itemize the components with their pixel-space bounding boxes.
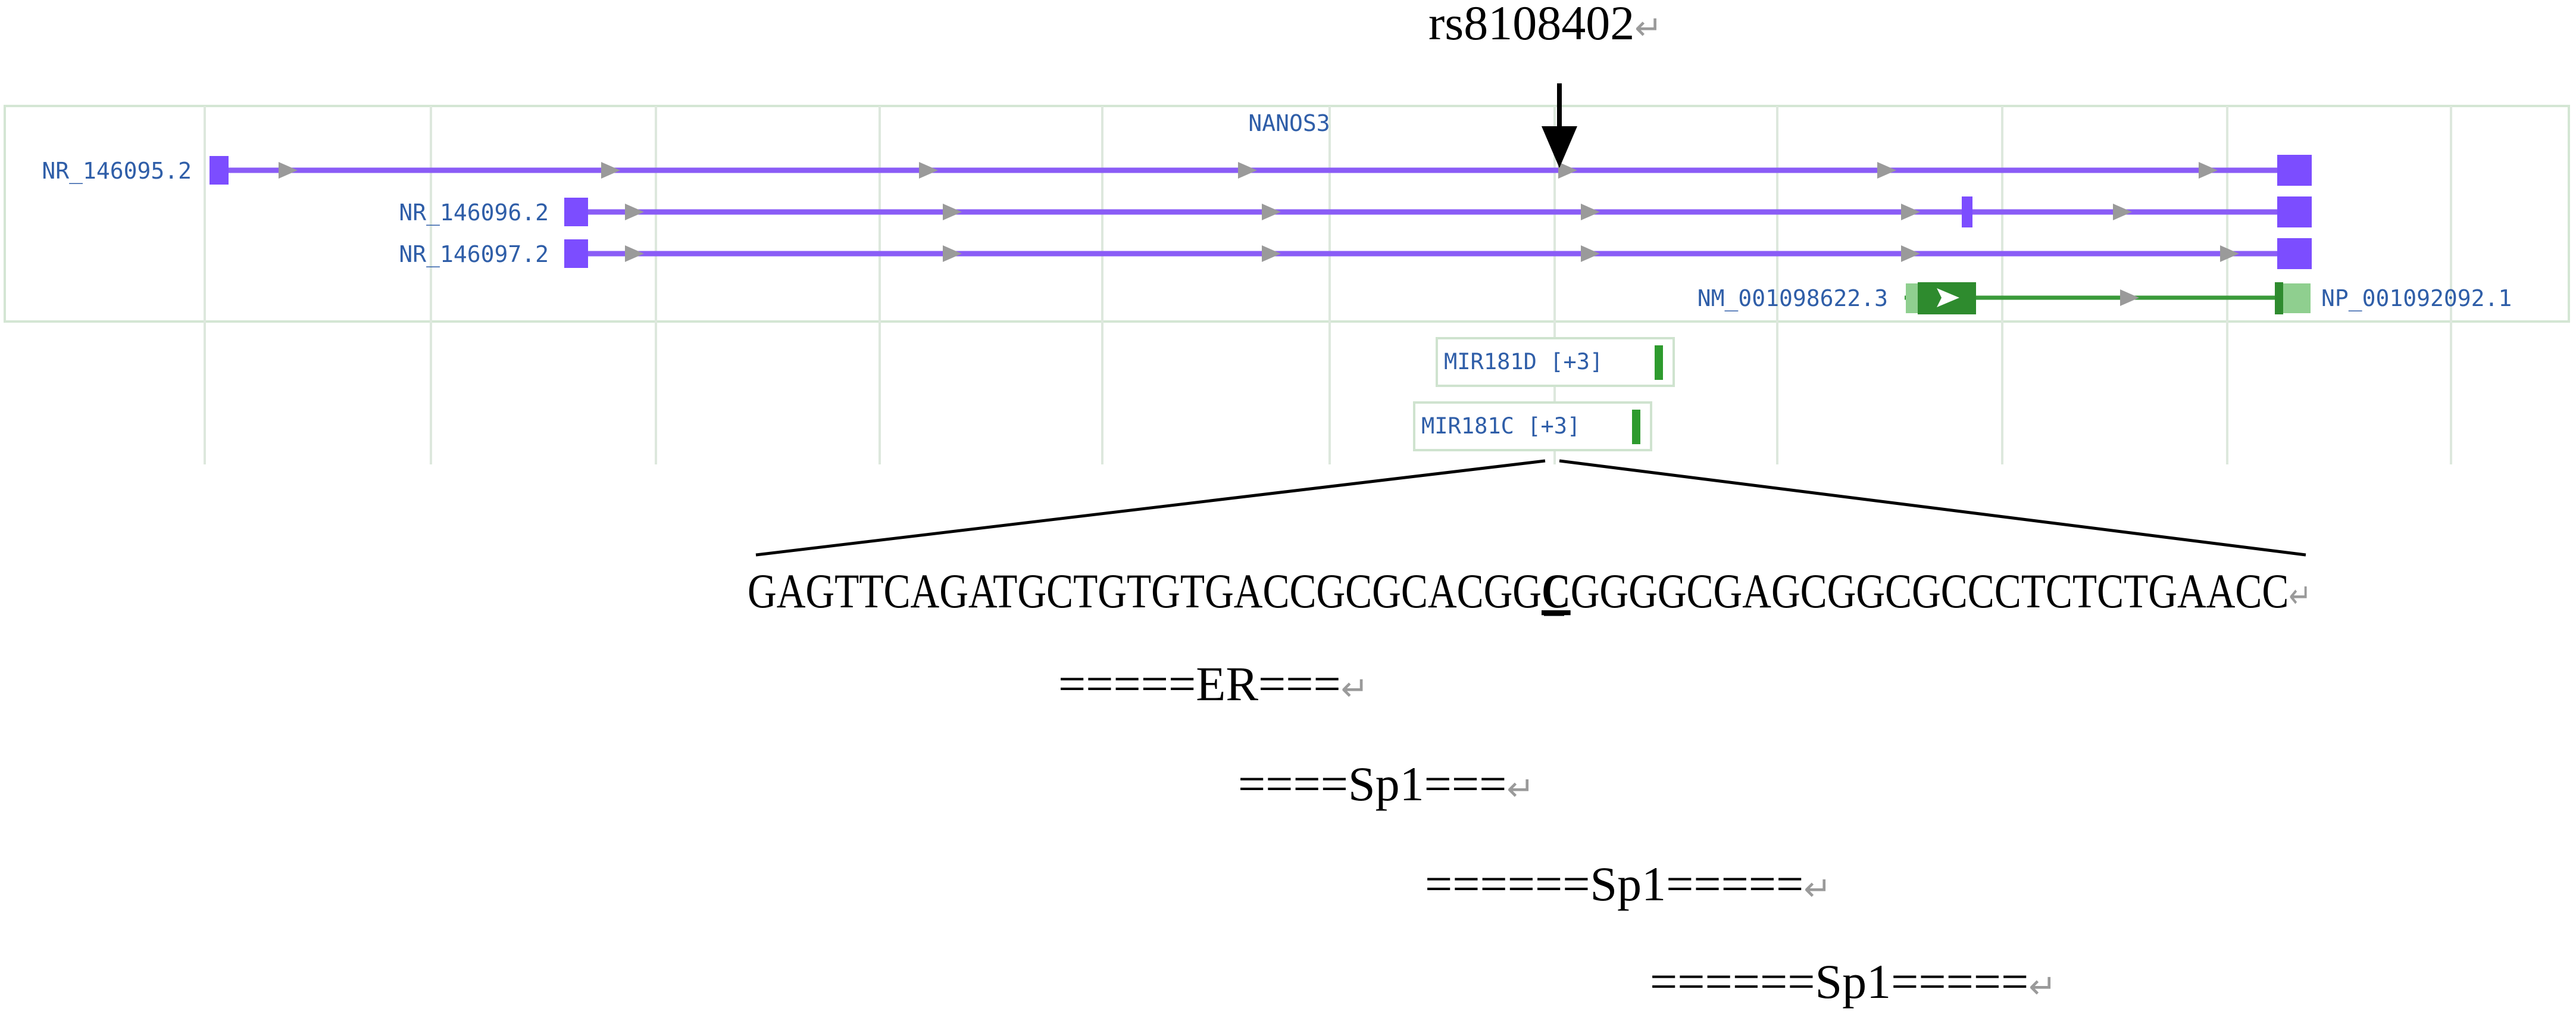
chevron-icon (625, 204, 644, 220)
track-label: NR_146096.2 (399, 199, 549, 226)
sequence-after: GGGGCGAGCGGCGCCCTCTCTGAACC (1571, 564, 2289, 618)
return-mark-icon: ↵ (2289, 577, 2312, 616)
chevron-icon (1262, 245, 1281, 262)
exon-box (564, 239, 588, 268)
binding-site-sp1: ====Sp1===↵ (1238, 757, 1534, 811)
binding-site-sp1: ======Sp1=====↵ (1650, 954, 2056, 1009)
track-nr-146097: NR_146097.2 (399, 238, 2312, 269)
chevron-icon (601, 162, 620, 179)
mirna-marker (1632, 410, 1640, 444)
chevron-icon (1901, 204, 1920, 220)
strand-chevrons (625, 245, 2239, 262)
exon-box (2277, 238, 2312, 269)
panel-frame (4, 105, 2570, 323)
chevron-icon (943, 245, 962, 262)
zoom-lines (755, 459, 2306, 557)
track-nm-001098622: NM_001098622.3 NP_001092092.1 (1697, 282, 2512, 314)
zoom-line-left (755, 459, 1546, 557)
return-mark-icon: ↵ (1803, 870, 1831, 909)
snp-label: rs8108402↵ (1428, 0, 1662, 50)
chevron-icon (625, 245, 644, 262)
binding-site-text: ====Sp1=== (1238, 757, 1506, 811)
sequence-before: GAGTTCAGATGCTGTGTGACCGCGCACGG (748, 564, 1542, 618)
cds-box (2275, 282, 2283, 314)
chevron-icon (919, 162, 938, 179)
chevron-icon (1581, 204, 1600, 220)
strand-chevrons (279, 162, 2218, 179)
return-mark-icon: ↵ (2028, 968, 2056, 1006)
sequence-variant: C (1542, 564, 1571, 618)
mirna-mir181d: MIR181D [+3] (1436, 337, 1675, 387)
exon-box (210, 156, 229, 185)
gene-label: NANOS3 (1248, 110, 1330, 136)
mirna-box (1413, 401, 1652, 451)
binding-site-text: ======Sp1===== (1650, 954, 2028, 1009)
binding-site-text: =====ER=== (1058, 657, 1341, 711)
mirna-box (1436, 337, 1675, 387)
track-nr-146096: NR_146096.2 (399, 196, 2312, 227)
chevron-icon (279, 162, 298, 179)
snp-annotation: rs8108402↵ (1428, 0, 1662, 168)
exon-box (564, 198, 588, 226)
grid-lines (204, 106, 2452, 464)
return-mark-icon: ↵ (1341, 670, 1369, 709)
chevron-icon (2113, 204, 2132, 220)
chevron-icon (1262, 204, 1281, 220)
binding-site-er: =====ER===↵ (1058, 657, 1369, 711)
protein-label: NP_001092092.1 (2321, 285, 2512, 312)
chevron-icon (943, 204, 962, 220)
mirna-mir181c: MIR181C [+3] (1413, 401, 1652, 451)
exon-box (2277, 196, 2312, 227)
mirna-label: MIR181D [+3] (1444, 349, 1603, 375)
track-label: NR_146097.2 (399, 241, 549, 268)
snp-id: rs8108402 (1428, 0, 1634, 50)
mirna-label: MIR181C [+3] (1421, 413, 1580, 439)
snp-arrow-icon (1542, 126, 1577, 168)
track-label: NR_146095.2 (42, 158, 192, 185)
chevron-icon (1238, 162, 1257, 179)
chevron-icon (1877, 162, 1896, 179)
zoom-line-right (1559, 459, 2306, 557)
return-mark-icon: ↵ (1506, 770, 1534, 809)
track-nr-146095: NR_146095.2 (42, 155, 2312, 186)
chevron-icon (2220, 245, 2239, 262)
chevron-icon (1558, 162, 1577, 179)
binding-site-text: ======Sp1===== (1425, 857, 1803, 911)
strand-chevrons (625, 204, 2132, 220)
utr-box (2283, 283, 2311, 313)
chevron-icon (1901, 245, 1920, 262)
genome-browser-panel: NANOS3 NR_146095.2 NR_146096.2 (4, 105, 2570, 464)
play-arrow-icon (1937, 288, 1959, 307)
exon-box (2277, 155, 2312, 186)
binding-site-sp1: ======Sp1=====↵ (1425, 857, 1831, 911)
dna-sequence: GAGTTCAGATGCTGTGTGACCGCGCACGGCGGGGCGAGCG… (748, 564, 2312, 618)
exon-box (1962, 196, 1972, 227)
chevron-icon (2120, 289, 2139, 306)
utr-box (1906, 283, 1918, 313)
return-mark-icon: ↵ (1634, 9, 1662, 48)
chevron-icon (2199, 162, 2218, 179)
track-label: NM_001098622.3 (1697, 285, 1888, 312)
mirna-marker (1655, 345, 1663, 380)
chevron-icon (1581, 245, 1600, 262)
